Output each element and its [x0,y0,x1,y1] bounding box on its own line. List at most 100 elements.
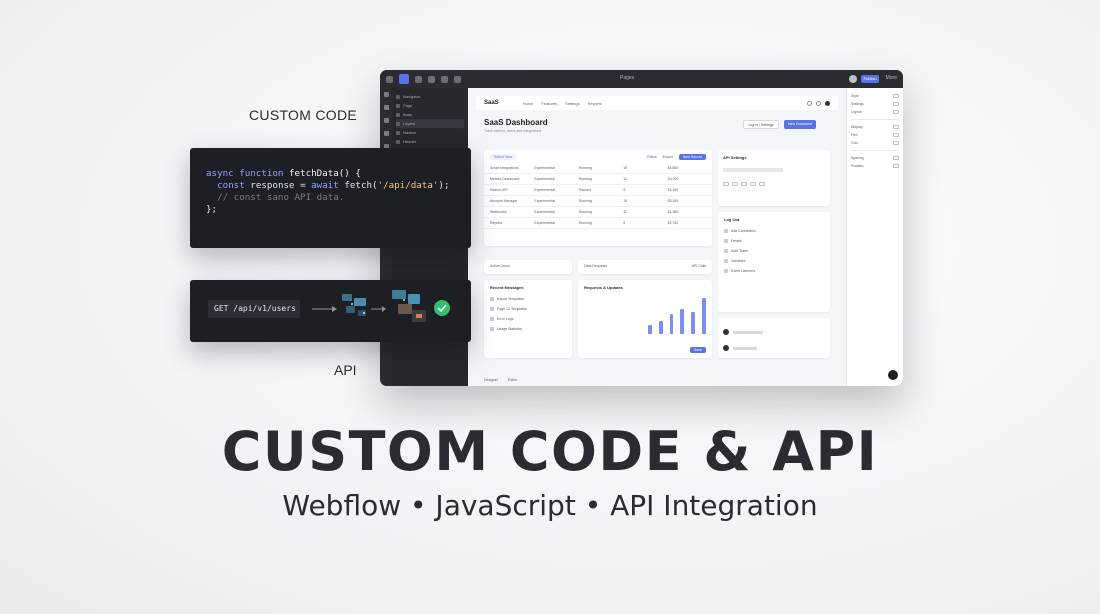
style-panel-control[interactable] [893,141,899,145]
avatar[interactable] [723,329,729,335]
slider-track[interactable] [723,168,783,172]
new-document-button[interactable]: New Document [784,120,816,129]
style-panel-control[interactable] [893,102,899,106]
arrow-icon [371,306,386,312]
table-cell: Smart Integrations [490,166,519,170]
navigator-item[interactable]: Navbar [396,128,464,137]
toggle-option[interactable] [759,182,765,186]
navigator-item[interactable]: Layers [396,119,464,128]
avatar[interactable] [825,100,830,106]
list-item[interactable]: Details [718,236,830,246]
settings-button[interactable]: Log in / Settings [743,120,779,129]
list-item-icon [724,229,728,233]
style-panel-label: Grid [851,141,858,145]
avatar[interactable] [723,345,729,351]
list-item[interactable]: Auth Token [718,246,830,256]
filters-tab[interactable]: Filters [647,154,657,159]
table-cell: Running [578,210,592,214]
avatar[interactable] [849,75,857,83]
style-panel-row[interactable]: Flex [851,131,899,139]
page-selector[interactable]: Pages [620,75,635,81]
code-line: const response = await fetch('/api/data'… [217,180,450,191]
style-panel-control[interactable] [893,164,899,168]
save-button[interactable]: Save [690,347,706,353]
nav-link[interactable]: Home [522,100,534,106]
tab-editor[interactable]: Editor [508,378,518,382]
toggle-option[interactable] [723,182,729,186]
select-view-tab[interactable]: Select View [490,153,517,160]
add-element-icon[interactable] [399,74,409,84]
dashboard-brand[interactable]: SaaS [484,100,499,106]
list-item[interactable]: Add Connection [718,226,830,236]
assets-icon[interactable] [383,131,389,136]
table-cell: Metrics Dashboard [490,177,520,181]
help-icon[interactable] [888,370,898,380]
toggle-option[interactable] [741,182,747,186]
export-tab[interactable]: Export [662,154,673,159]
stat-card: Data Requests API Calls [578,260,712,274]
nav-link[interactable]: Reports [587,100,602,106]
navigator-item[interactable]: Header [396,137,464,146]
navigator-item[interactable]: Page [396,101,464,110]
style-panel-row[interactable]: Spacing [851,154,899,162]
new-record-button[interactable]: New Record [678,153,706,160]
list-item[interactable]: Event Listeners [718,266,830,276]
add-icon[interactable] [383,92,389,97]
style-panel-row[interactable]: Grid [851,139,899,147]
style-panel-row[interactable]: Style [851,92,899,100]
publish-button[interactable]: Publish [861,75,879,83]
tab-designer[interactable]: Designer [484,378,499,382]
style-panel-control[interactable] [893,133,899,137]
cms-icon[interactable] [383,144,389,149]
style-panel-control[interactable] [893,156,899,160]
design-canvas[interactable]: SaaS Home Features Settings Reports SaaS… [468,88,846,386]
style-panel-row[interactable]: Settings [851,100,899,108]
layers-icon[interactable] [428,75,435,83]
navigator-icon[interactable] [383,105,389,110]
cursor-icon[interactable] [415,75,422,83]
list-item[interactable]: Error Logs [484,314,572,324]
style-panel-control[interactable] [893,110,899,114]
style-panel-control[interactable] [893,125,899,129]
navigator-item[interactable]: Navigator [396,92,464,101]
nav-link[interactable]: Features [541,100,558,106]
table-cell: Experimental [534,199,555,203]
table-cell: $1,980 [667,210,679,214]
nav-link[interactable]: Settings [565,100,580,106]
more-menu[interactable]: More [885,75,897,81]
toggle-option[interactable] [750,182,756,186]
stat-label: Active Users [490,264,510,268]
toggle-option[interactable] [732,182,738,186]
style-panel-row[interactable]: Position [851,162,899,170]
list-item[interactable]: Page 12 Templates [484,304,572,314]
navigator-item[interactable]: Body [396,110,464,119]
redo-icon[interactable] [454,75,461,83]
undo-icon[interactable] [441,75,448,83]
table-cell: 8 [623,221,626,225]
navbar-actions [807,100,830,106]
menu-icon[interactable] [386,75,393,83]
list-item[interactable]: Usage Statistics [484,324,572,334]
api-settings-card: API Settings [718,150,830,206]
api-flow-illustration [312,290,450,322]
style-panel-row[interactable]: Display [851,123,899,131]
arrow-icon [312,306,337,312]
style-panel-control[interactable] [893,94,899,98]
bell-icon[interactable] [807,100,812,106]
profile-name [733,346,757,350]
list-item[interactable]: Export Templates [484,294,572,304]
pages-icon[interactable] [383,118,389,123]
bar-chart [648,298,706,334]
list-item[interactable]: Variables [718,256,830,266]
settings-icon[interactable] [816,100,821,106]
style-panel-row[interactable]: Layout [851,108,899,116]
check-icon [434,300,450,316]
